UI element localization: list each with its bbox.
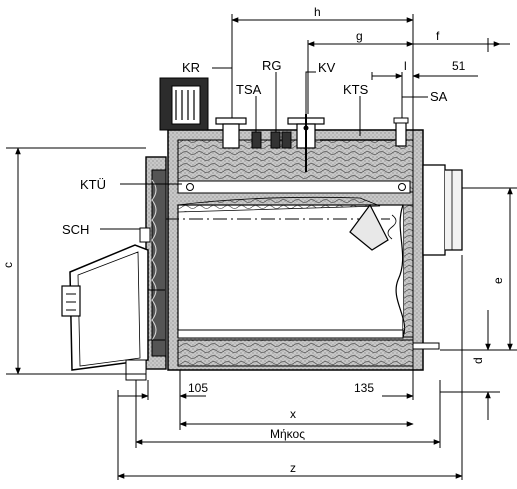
label-kr: KR — [182, 60, 200, 75]
dim-51: 51 — [452, 59, 466, 73]
burner — [61, 244, 165, 381]
label-tsa: TSA — [236, 82, 262, 97]
dim-z: z — [290, 461, 296, 475]
label-kv: KV — [318, 60, 336, 75]
dim-d: d — [471, 357, 485, 364]
label-ktu: KTÜ — [80, 177, 106, 192]
dim-length: Μήκος — [270, 427, 305, 441]
boiler-body — [165, 129, 424, 371]
dim-g: g — [356, 29, 363, 43]
dimension-lines — [6, 14, 517, 480]
dim-x: x — [290, 407, 296, 421]
label-rg: RG — [262, 58, 282, 73]
dim-l: l — [404, 59, 407, 73]
dim-c: c — [1, 262, 15, 268]
dimension-labels: h g f l 51 c e d 105 135 x Μήκος z — [1, 5, 505, 475]
dim-e: e — [491, 277, 505, 284]
label-kts: KTS — [343, 82, 369, 97]
top-fittings — [159, 77, 440, 350]
flue-outlet — [422, 164, 463, 256]
dim-f: f — [436, 29, 440, 43]
dim-h: h — [314, 5, 321, 19]
component-labels: KR TSA RG KV KTS SA KTÜ SCH — [62, 58, 448, 237]
label-sa: SA — [430, 89, 448, 104]
label-sch: SCH — [62, 222, 89, 237]
front-door — [139, 156, 167, 370]
dim-105: 105 — [188, 381, 208, 395]
dim-135: 135 — [354, 381, 374, 395]
